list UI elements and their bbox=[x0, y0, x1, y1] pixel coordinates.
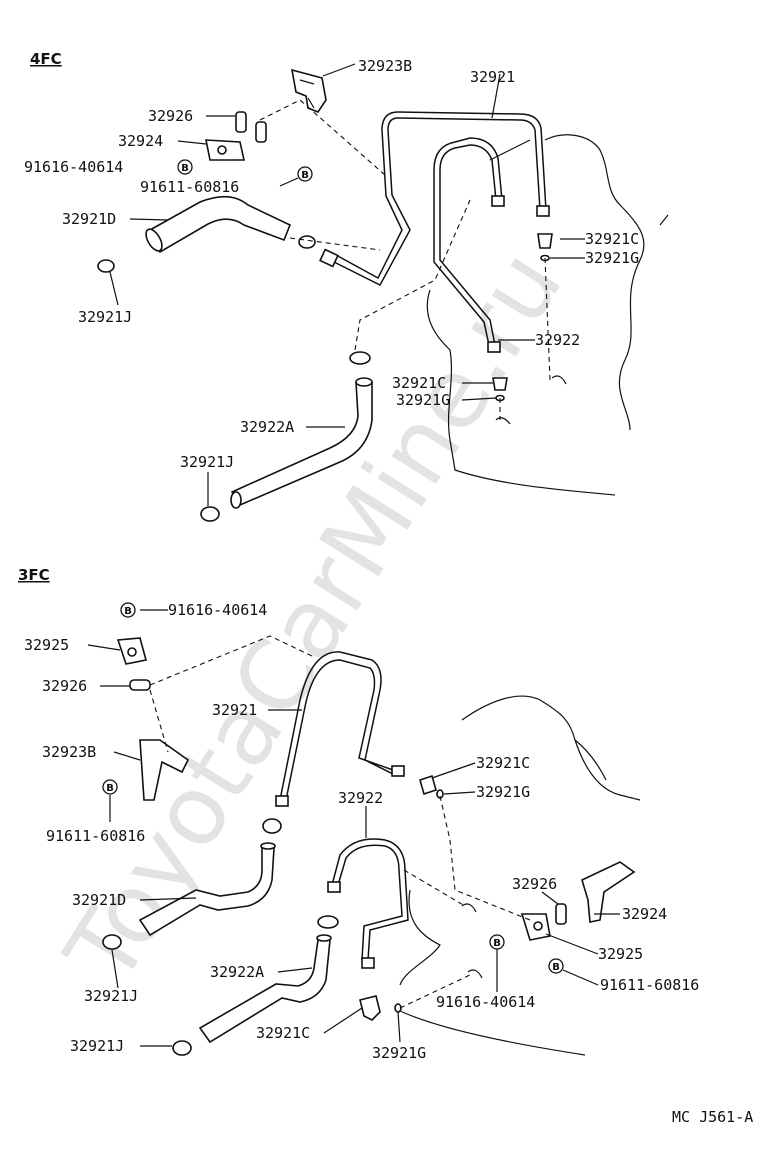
engine-outline-3fc bbox=[397, 695, 641, 1056]
clamp-32921j-4fc-upper bbox=[97, 235, 316, 273]
clamp-32925-3fc-right bbox=[520, 913, 551, 941]
clamp-32921j-3fc-lower bbox=[172, 1040, 192, 1056]
bracket-32923b-4fc bbox=[290, 68, 327, 113]
clamp-3fc-upper bbox=[262, 818, 282, 834]
part-label: 32921J bbox=[180, 453, 234, 471]
part-label: 91611-60816 bbox=[600, 976, 699, 994]
clamp-32921j-4fc-lower bbox=[200, 506, 220, 522]
bolt-b-icon: B bbox=[102, 779, 118, 795]
part-label: 32924 bbox=[118, 132, 163, 150]
hose-32921d-4fc bbox=[145, 195, 292, 254]
clamp-32925-3fc bbox=[116, 637, 147, 665]
pipe-32922-3fc bbox=[327, 838, 409, 969]
part-label: 32922A bbox=[240, 418, 294, 436]
leader-lines-4fc bbox=[109, 115, 585, 506]
svg-text:B: B bbox=[106, 783, 114, 794]
part-label: 91611-60816 bbox=[140, 178, 239, 196]
clamp-32921j-3fc-upper bbox=[102, 934, 122, 950]
part-label: 32923B bbox=[358, 57, 412, 75]
part-label: 32921C bbox=[256, 1024, 310, 1042]
sleeve-32926-4fc bbox=[235, 111, 267, 143]
bolt-b-icon: B bbox=[548, 958, 564, 974]
part-label: 32921J bbox=[70, 1037, 124, 1055]
pipe-32921-4fc bbox=[319, 111, 550, 353]
part-label: 91611-60816 bbox=[46, 827, 145, 845]
part-label: 32921 bbox=[470, 68, 515, 86]
part-label: 32921G bbox=[396, 391, 450, 409]
sleeve-32926-3fc-right bbox=[555, 903, 567, 925]
hose-32922a-3fc bbox=[198, 934, 332, 1044]
part-label: 32926 bbox=[148, 107, 193, 125]
section-title-3fc: 3FC bbox=[18, 566, 50, 584]
watermark: ToyotaCarMine.ru bbox=[44, 232, 584, 1003]
part-label: 32921C bbox=[585, 230, 639, 248]
svg-text:B: B bbox=[124, 606, 132, 617]
part-label: 32921G bbox=[372, 1044, 426, 1062]
hose-32922a-4fc bbox=[230, 377, 373, 509]
part-label: 32921C bbox=[392, 374, 446, 392]
part-label: 91616-40614 bbox=[168, 601, 267, 619]
sleeve-32926-3fc bbox=[129, 679, 151, 691]
part-label: 32921C bbox=[476, 754, 530, 772]
part-label: 32921G bbox=[585, 249, 639, 267]
part-label: 32921 bbox=[212, 701, 257, 719]
pipe-32921-3fc bbox=[275, 651, 405, 807]
part-label: 32921D bbox=[62, 210, 116, 228]
part-label: 32926 bbox=[512, 875, 557, 893]
bolt-b-icon: B bbox=[489, 934, 505, 950]
bracket-32923b-3fc bbox=[139, 739, 190, 801]
part-label: 32923B bbox=[42, 743, 96, 761]
assembly-lines-4fc bbox=[259, 99, 551, 420]
svg-text:B: B bbox=[552, 962, 560, 973]
part-label: 32922A bbox=[210, 963, 264, 981]
part-label: 91616-40614 bbox=[436, 993, 535, 1011]
part-label: 32924 bbox=[622, 905, 667, 923]
clamp-4fc-mid bbox=[349, 351, 371, 365]
svg-text:B: B bbox=[181, 163, 189, 174]
part-label: 32922 bbox=[338, 789, 383, 807]
clamp-32924-4fc bbox=[205, 139, 245, 161]
engine-outline-4fc bbox=[426, 134, 669, 496]
part-label: 32921G bbox=[476, 783, 530, 801]
union-fittings-3fc bbox=[359, 774, 483, 1021]
clamp-32924-3fc bbox=[581, 861, 636, 923]
section-title-4fc: 4FC bbox=[30, 50, 62, 68]
bolt-b-icon: B bbox=[177, 159, 193, 175]
part-label: 32922 bbox=[535, 331, 580, 349]
part-label: 32926 bbox=[42, 677, 87, 695]
hose-32921d-3fc bbox=[138, 842, 276, 937]
part-label: 32921J bbox=[84, 987, 138, 1005]
assembly-lines-3fc bbox=[149, 635, 531, 1009]
part-labels: 32923B 32921 32926 32924 91616-40614 916… bbox=[24, 57, 699, 1062]
leader-lines-3fc bbox=[87, 609, 620, 1047]
part-label: 32925 bbox=[24, 636, 69, 654]
part-label: 91616-40614 bbox=[24, 158, 123, 176]
svg-text:B: B bbox=[493, 938, 501, 949]
part-label: 32925 bbox=[598, 945, 643, 963]
part-label: 32921D bbox=[72, 891, 126, 909]
figure-code: MC J561-A bbox=[672, 1108, 753, 1126]
svg-text:B: B bbox=[301, 170, 309, 181]
part-label: 32921J bbox=[78, 308, 132, 326]
clamp-3fc-mid bbox=[317, 915, 339, 929]
bolt-b-icon: B bbox=[297, 166, 313, 182]
bolt-b-icon: B bbox=[120, 602, 136, 618]
